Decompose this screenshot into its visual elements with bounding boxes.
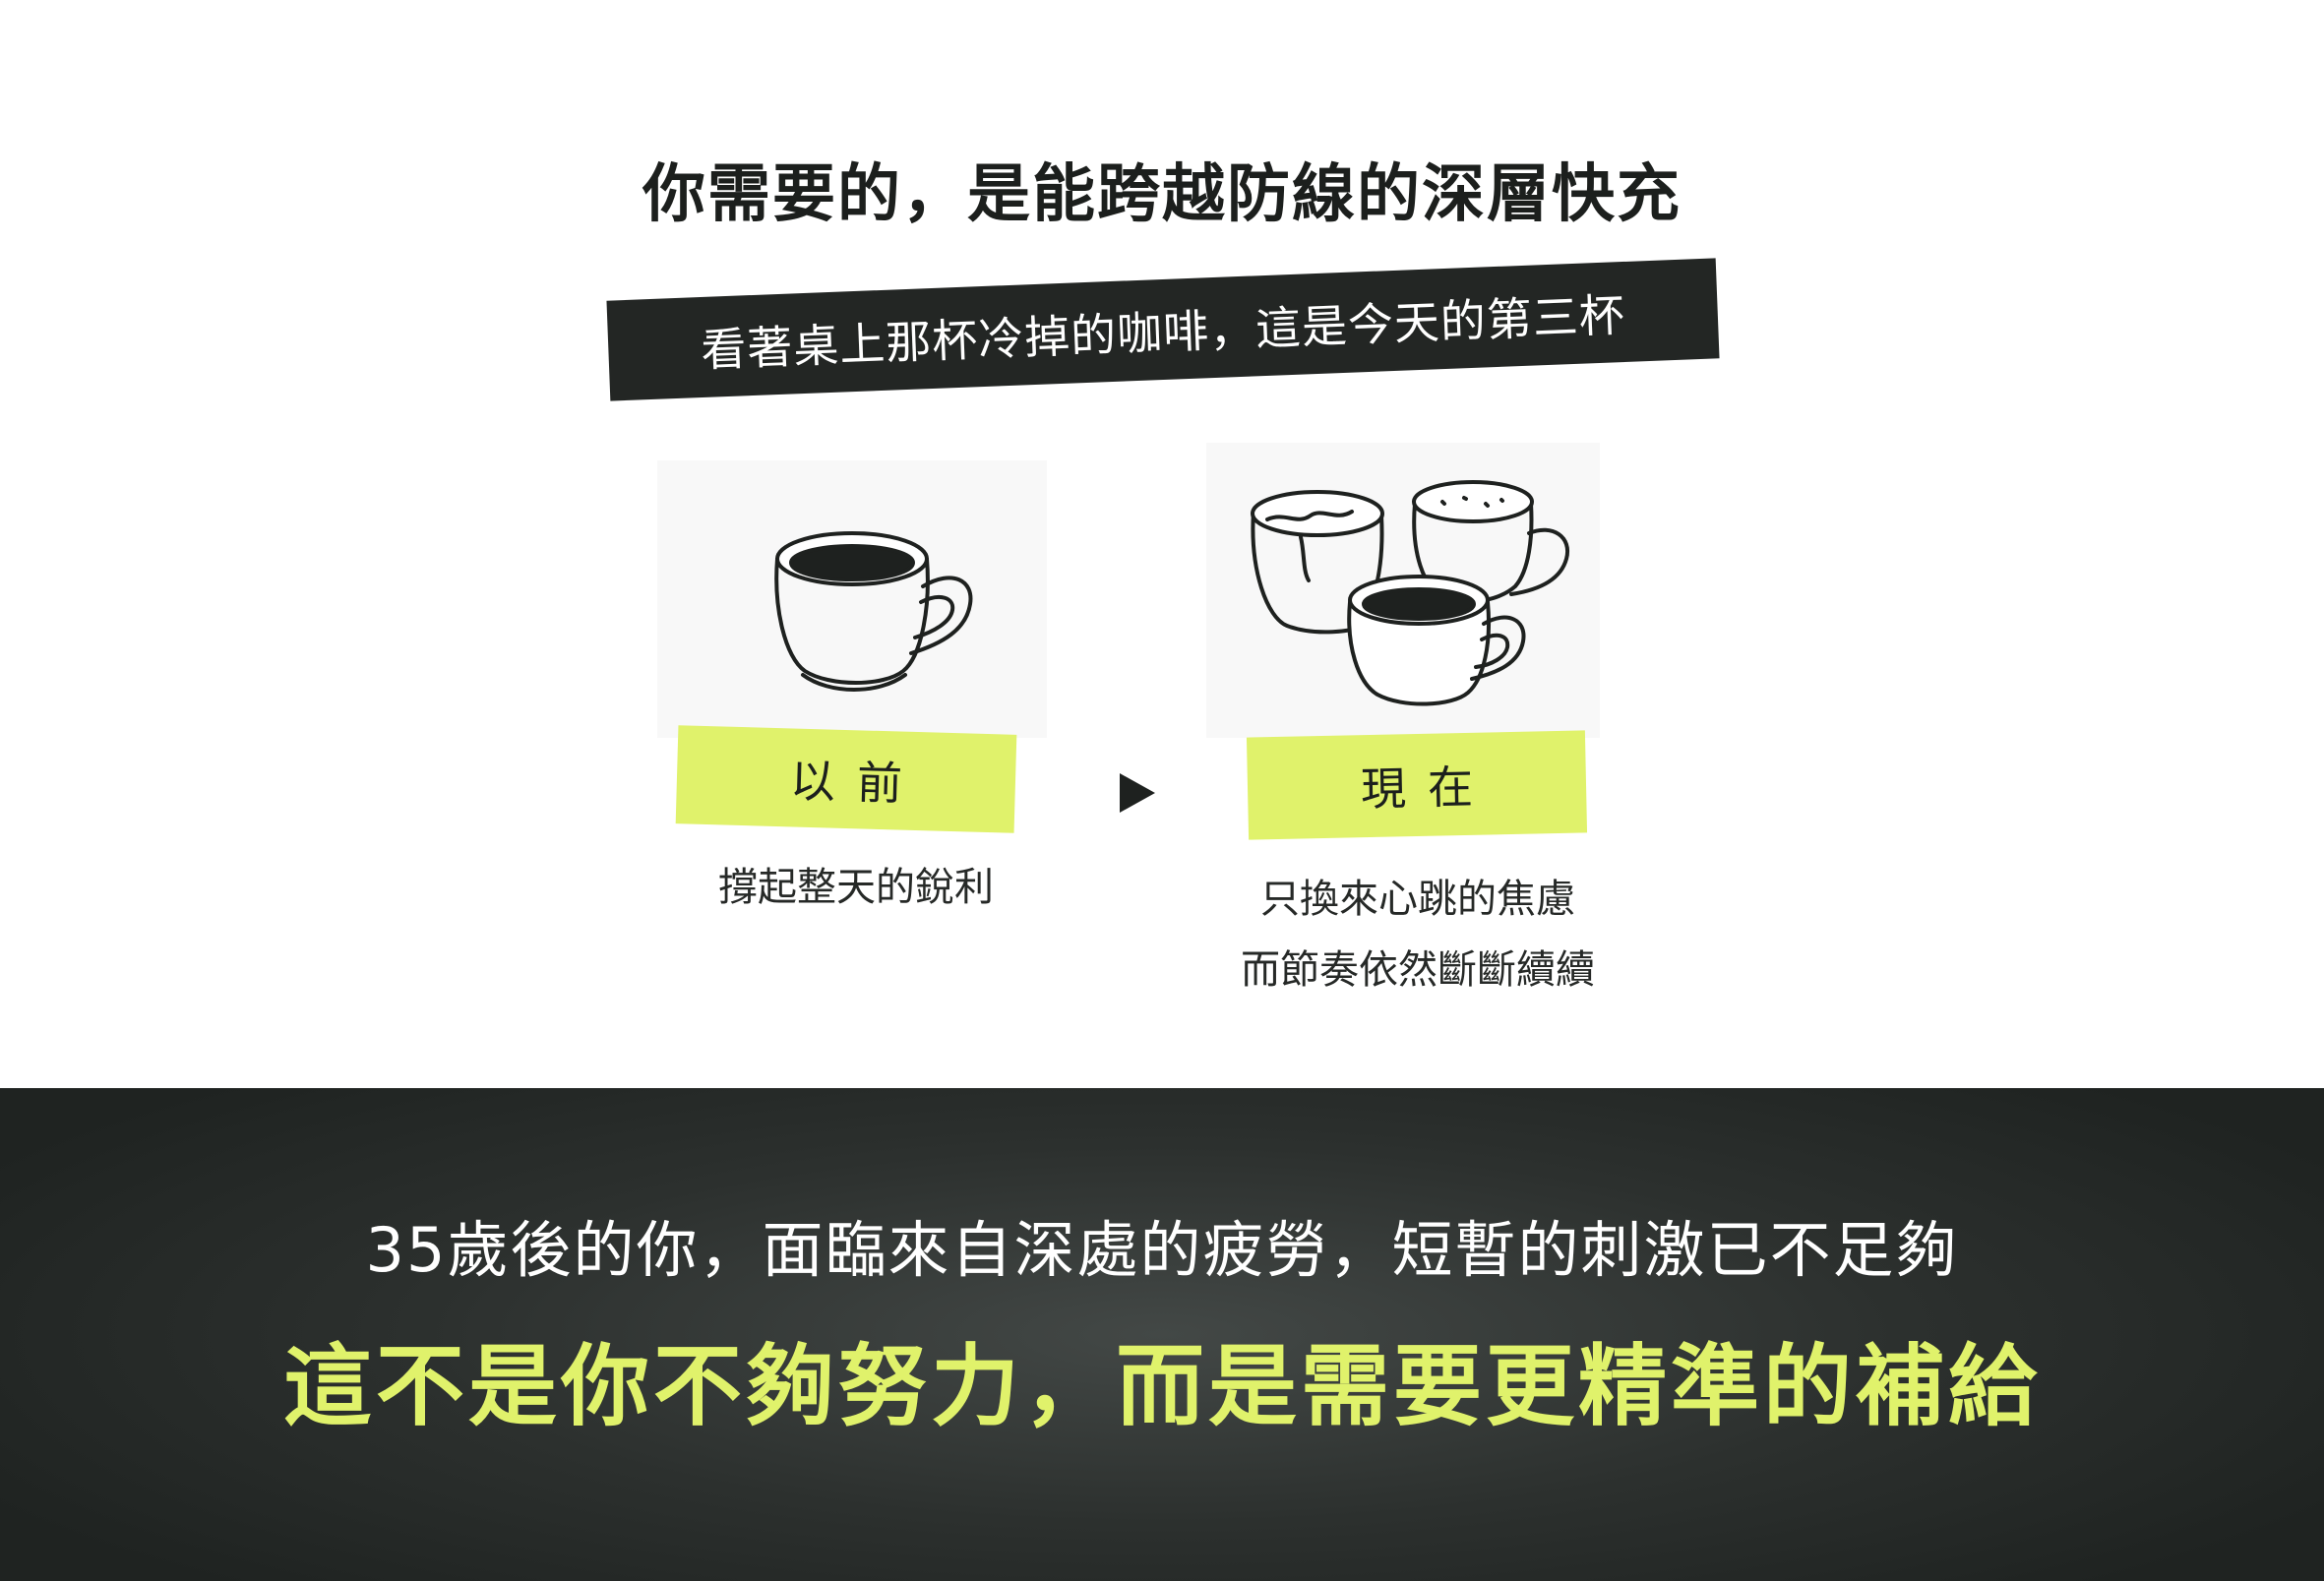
headline: 你需要的，是能跨越防線的深層快充 [642, 158, 1682, 231]
label-now-text: 現在 [1360, 760, 1496, 817]
label-before-text: 以前 [789, 754, 925, 812]
caption-now: 只換來心跳的焦慮 而節奏依然斷斷續續 [1177, 864, 1659, 1005]
quote-banner: 看著桌上那杯冷掉的咖啡，這是今天的第三杯 [606, 258, 1720, 401]
bottom-statement: 35歲後的你，面臨來自深處的疲勞，短暫的刺激已不足夠 [365, 1214, 1959, 1286]
single-coffee-cup-icon [657, 460, 1047, 738]
caption-now-line-1: 只換來心跳的焦慮 [1260, 877, 1575, 922]
label-now: 現在 [1246, 730, 1588, 840]
quote-banner-text: 看著桌上那杯冷掉的咖啡，這是今天的第三杯 [700, 287, 1626, 378]
bottom-punchline: 這不是你不夠努力，而是需要更精準的補給 [283, 1335, 2041, 1438]
three-coffee-cups-icon [1206, 443, 1600, 738]
caption-now-line-2: 而節奏依然斷斷續續 [1241, 947, 1595, 993]
label-before: 以前 [675, 725, 1017, 833]
caption-before: 撐起整天的銳利 [718, 865, 994, 910]
dark-band [0, 1088, 2324, 1581]
triangle-right-icon [1120, 773, 1155, 813]
